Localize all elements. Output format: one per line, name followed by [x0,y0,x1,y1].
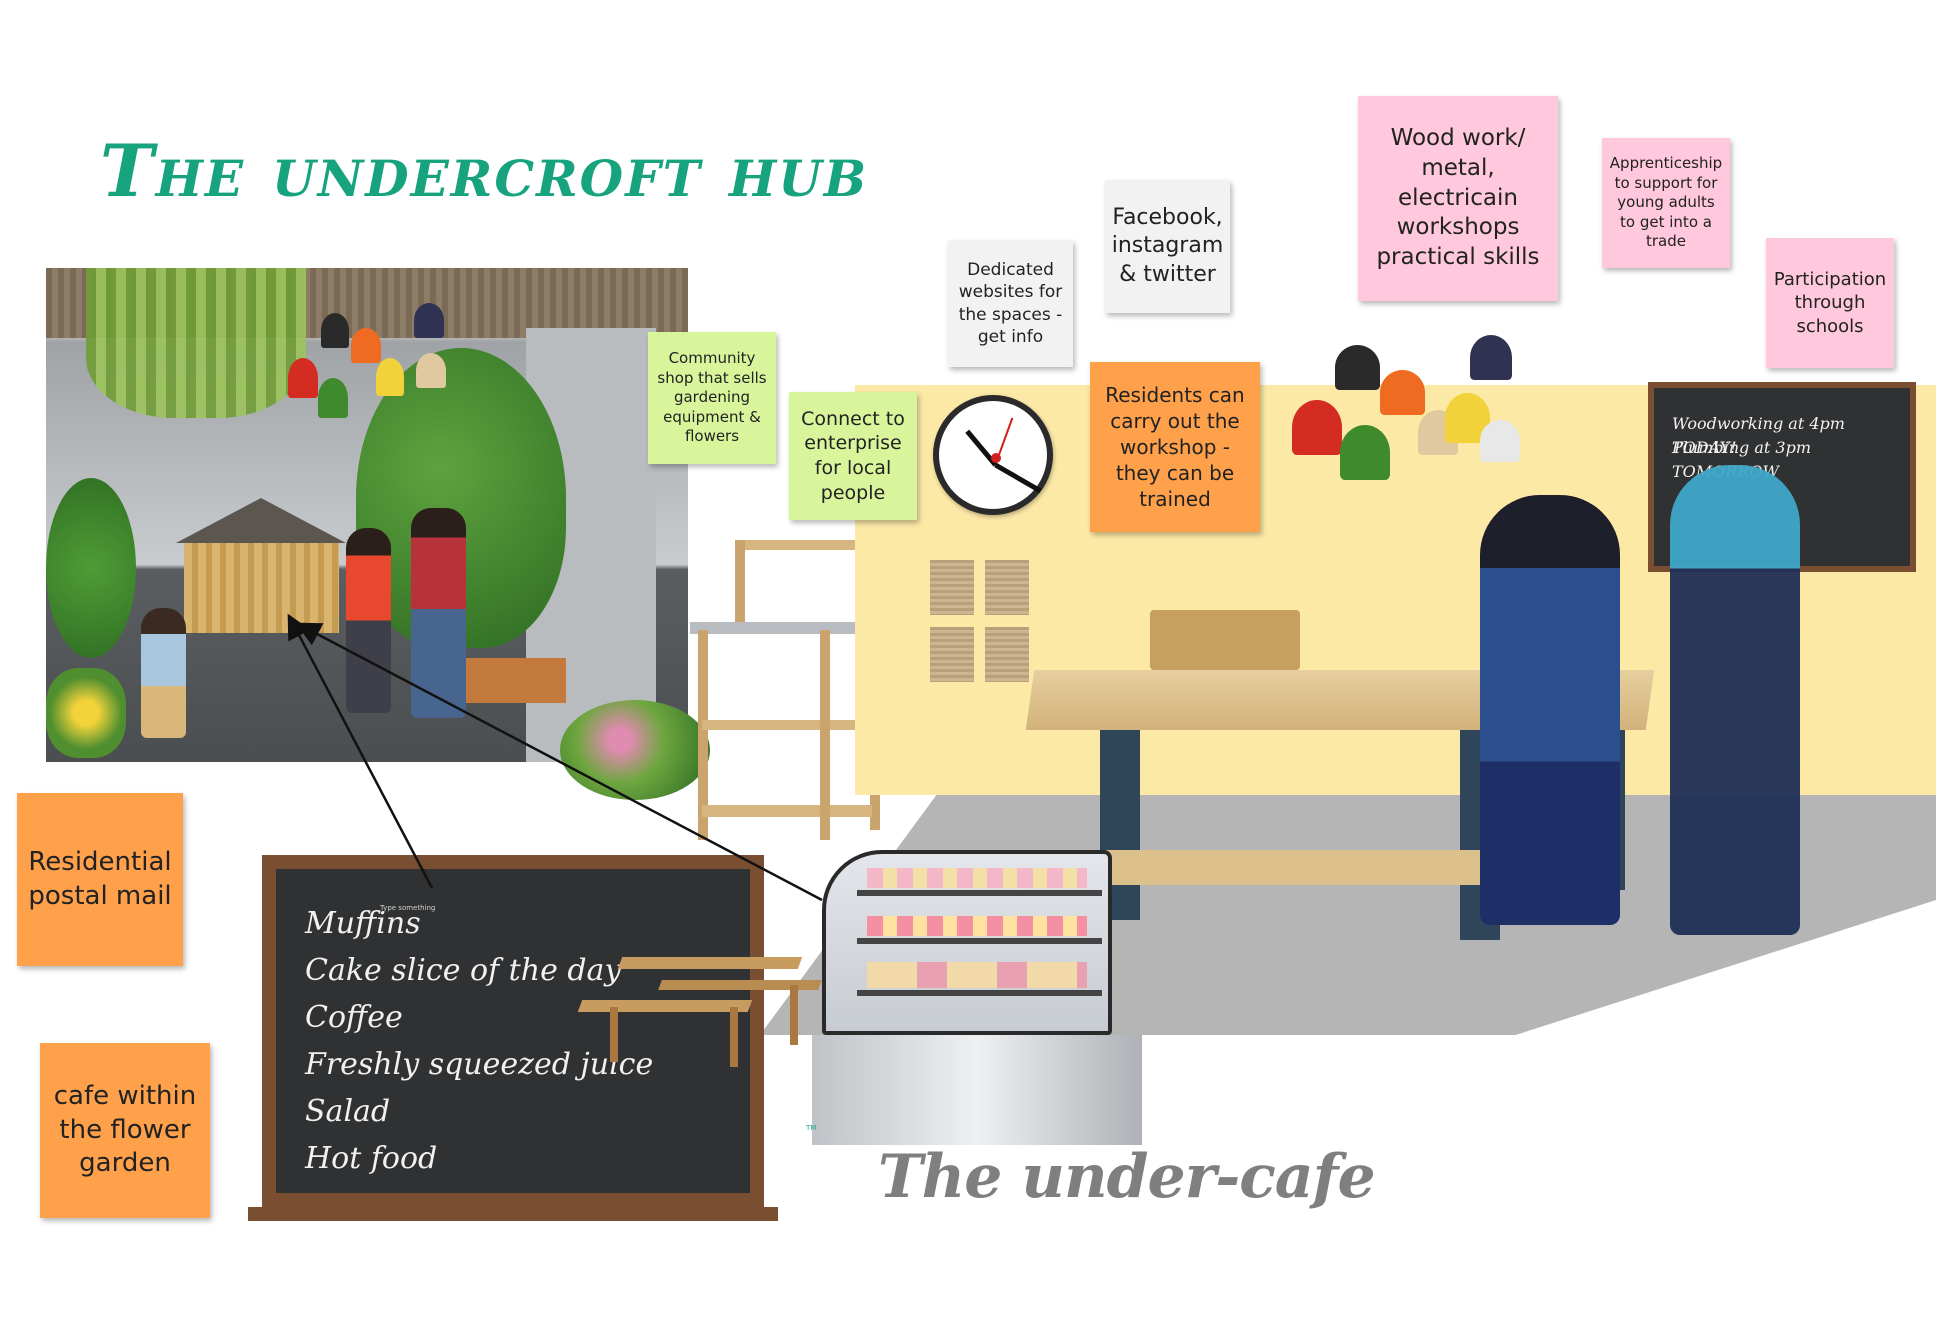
wall-panel [930,560,974,615]
wall-panel [985,627,1029,682]
lamp-icon [321,313,349,348]
lamp-icon [1340,425,1390,480]
planter-box [446,658,566,703]
person-woman [346,528,391,713]
menu-item: Cake slice of the day [305,953,622,988]
tm-mark: TM [806,1124,817,1132]
note-dedicated-websites: Dedicated websites for the spaces - get … [948,240,1073,367]
lamp-icon [318,378,348,418]
lamp-icon [376,358,404,396]
note-postal-mail: Residential postal mail [17,793,183,966]
arrow-to-gazebo [287,613,434,889]
menu-item: Muffins [305,906,421,941]
flower-shrub [560,700,710,800]
page-title: The undercroft hub [100,128,869,213]
person-child [141,608,186,738]
menu-item: Salad [305,1094,391,1129]
board-ledge [248,1207,778,1221]
gazebo [184,543,339,633]
board-line: Woodworking at 4pm TODAY! [1672,414,1845,457]
palm-plant [46,478,136,658]
flowers [46,668,126,758]
lamp-icon [351,328,381,363]
note-apprenticeship: Apprenticeship to support for young adul… [1602,138,1730,268]
type-something-hint: Type something [380,904,436,912]
lamp-icon [416,353,446,388]
menu-item: Coffee [305,1000,403,1035]
lamp-icon [1292,400,1342,455]
note-connect-enterprise: Connect to enterprise for local people [789,392,917,520]
lamp-icon [1335,345,1380,390]
menu-item: Freshly squeezed juice [305,1047,654,1082]
menu-chalkboard [262,855,764,1207]
note-residents-workshop: Residents can carry out the workshop - t… [1090,362,1260,532]
note-participation: Participation through schools [1766,238,1894,368]
cafe-title: The under-cafe [878,1142,1376,1212]
clock-icon [933,395,1053,515]
person-man [411,508,466,718]
wall-panel [985,560,1029,615]
lamp-icon [1480,420,1520,462]
garden-photo [46,268,688,762]
picnic-table [577,945,830,1075]
lamp-icon [1380,370,1425,415]
note-cafe-garden: cafe within the flower garden [40,1043,210,1218]
wall-panel [930,627,974,682]
lamp-icon [1470,335,1512,380]
note-community-shop: Community shop that sells gardening equi… [648,332,776,464]
cake-display [812,850,1142,1145]
hanging-plants-left [86,268,306,418]
lamp-icon [288,358,318,398]
gazebo-roof [176,498,346,543]
menu-item: Hot food [305,1141,438,1176]
menu-list: Muffins Cake slice of the day Coffee Fre… [305,900,653,1182]
person-woman-blue-hijab [1670,465,1800,935]
note-woodwork: Wood work/ metal, electricain workshops … [1358,96,1558,301]
arrow-cafe-to-garden [295,622,823,902]
lamp-icon [414,303,444,338]
person-woman-hijab [1480,495,1620,925]
note-facebook: Facebook, instagram & twitter [1105,180,1230,313]
